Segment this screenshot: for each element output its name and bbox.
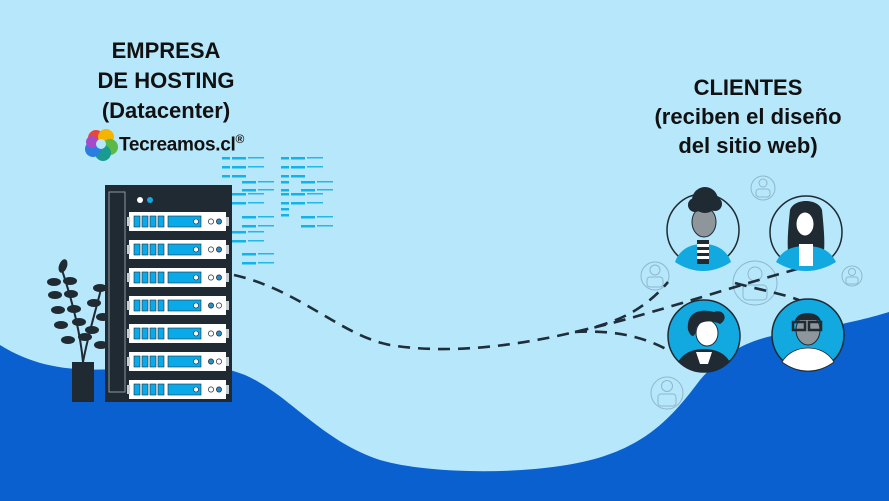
registered-mark: ® [235, 131, 244, 146]
title-line: CLIENTES [693, 75, 803, 100]
tecreamos-logo-icon [85, 129, 118, 161]
tecreamos-logo: Tecreamos.cl® [116, 127, 244, 161]
user-outline-icon [750, 175, 776, 201]
server-unit [127, 352, 229, 371]
blue-wave [0, 312, 889, 501]
server-rack-icon [105, 185, 232, 402]
logo-text: Tecreamos.cl® [119, 132, 244, 156]
server-unit [127, 240, 229, 259]
server-unit [127, 296, 229, 315]
client-avatar[interactable] [769, 195, 843, 271]
logo-name: Tecreamos.cl [119, 134, 236, 156]
background-user-icons [640, 175, 863, 410]
user-outline-icon [841, 265, 863, 287]
client-avatar[interactable] [771, 298, 845, 372]
clients-title: CLIENTES (reciben el diseño del sitio we… [628, 73, 868, 160]
title-line: (reciben el diseño [654, 104, 842, 129]
client-avatar[interactable] [666, 187, 740, 271]
user-outline-icon [650, 376, 684, 410]
hosting-company-title: EMPRESA DE HOSTING (Datacenter) [66, 36, 266, 126]
title-line: DE HOSTING [97, 68, 235, 93]
user-outline-icon [640, 261, 670, 291]
title-line: (Datacenter) [101, 98, 231, 123]
server-unit [127, 324, 229, 343]
code-lines-icon [222, 157, 333, 265]
title-line: EMPRESA [111, 38, 221, 63]
client-avatar[interactable] [667, 299, 741, 373]
server-unit [127, 268, 229, 287]
connection-line [574, 330, 669, 352]
server-unit [127, 380, 229, 399]
plant-icon [47, 259, 110, 402]
server-unit [127, 212, 229, 231]
connection-line [233, 273, 669, 351]
connection-line [574, 264, 809, 334]
title-line: del sitio web) [678, 133, 818, 158]
